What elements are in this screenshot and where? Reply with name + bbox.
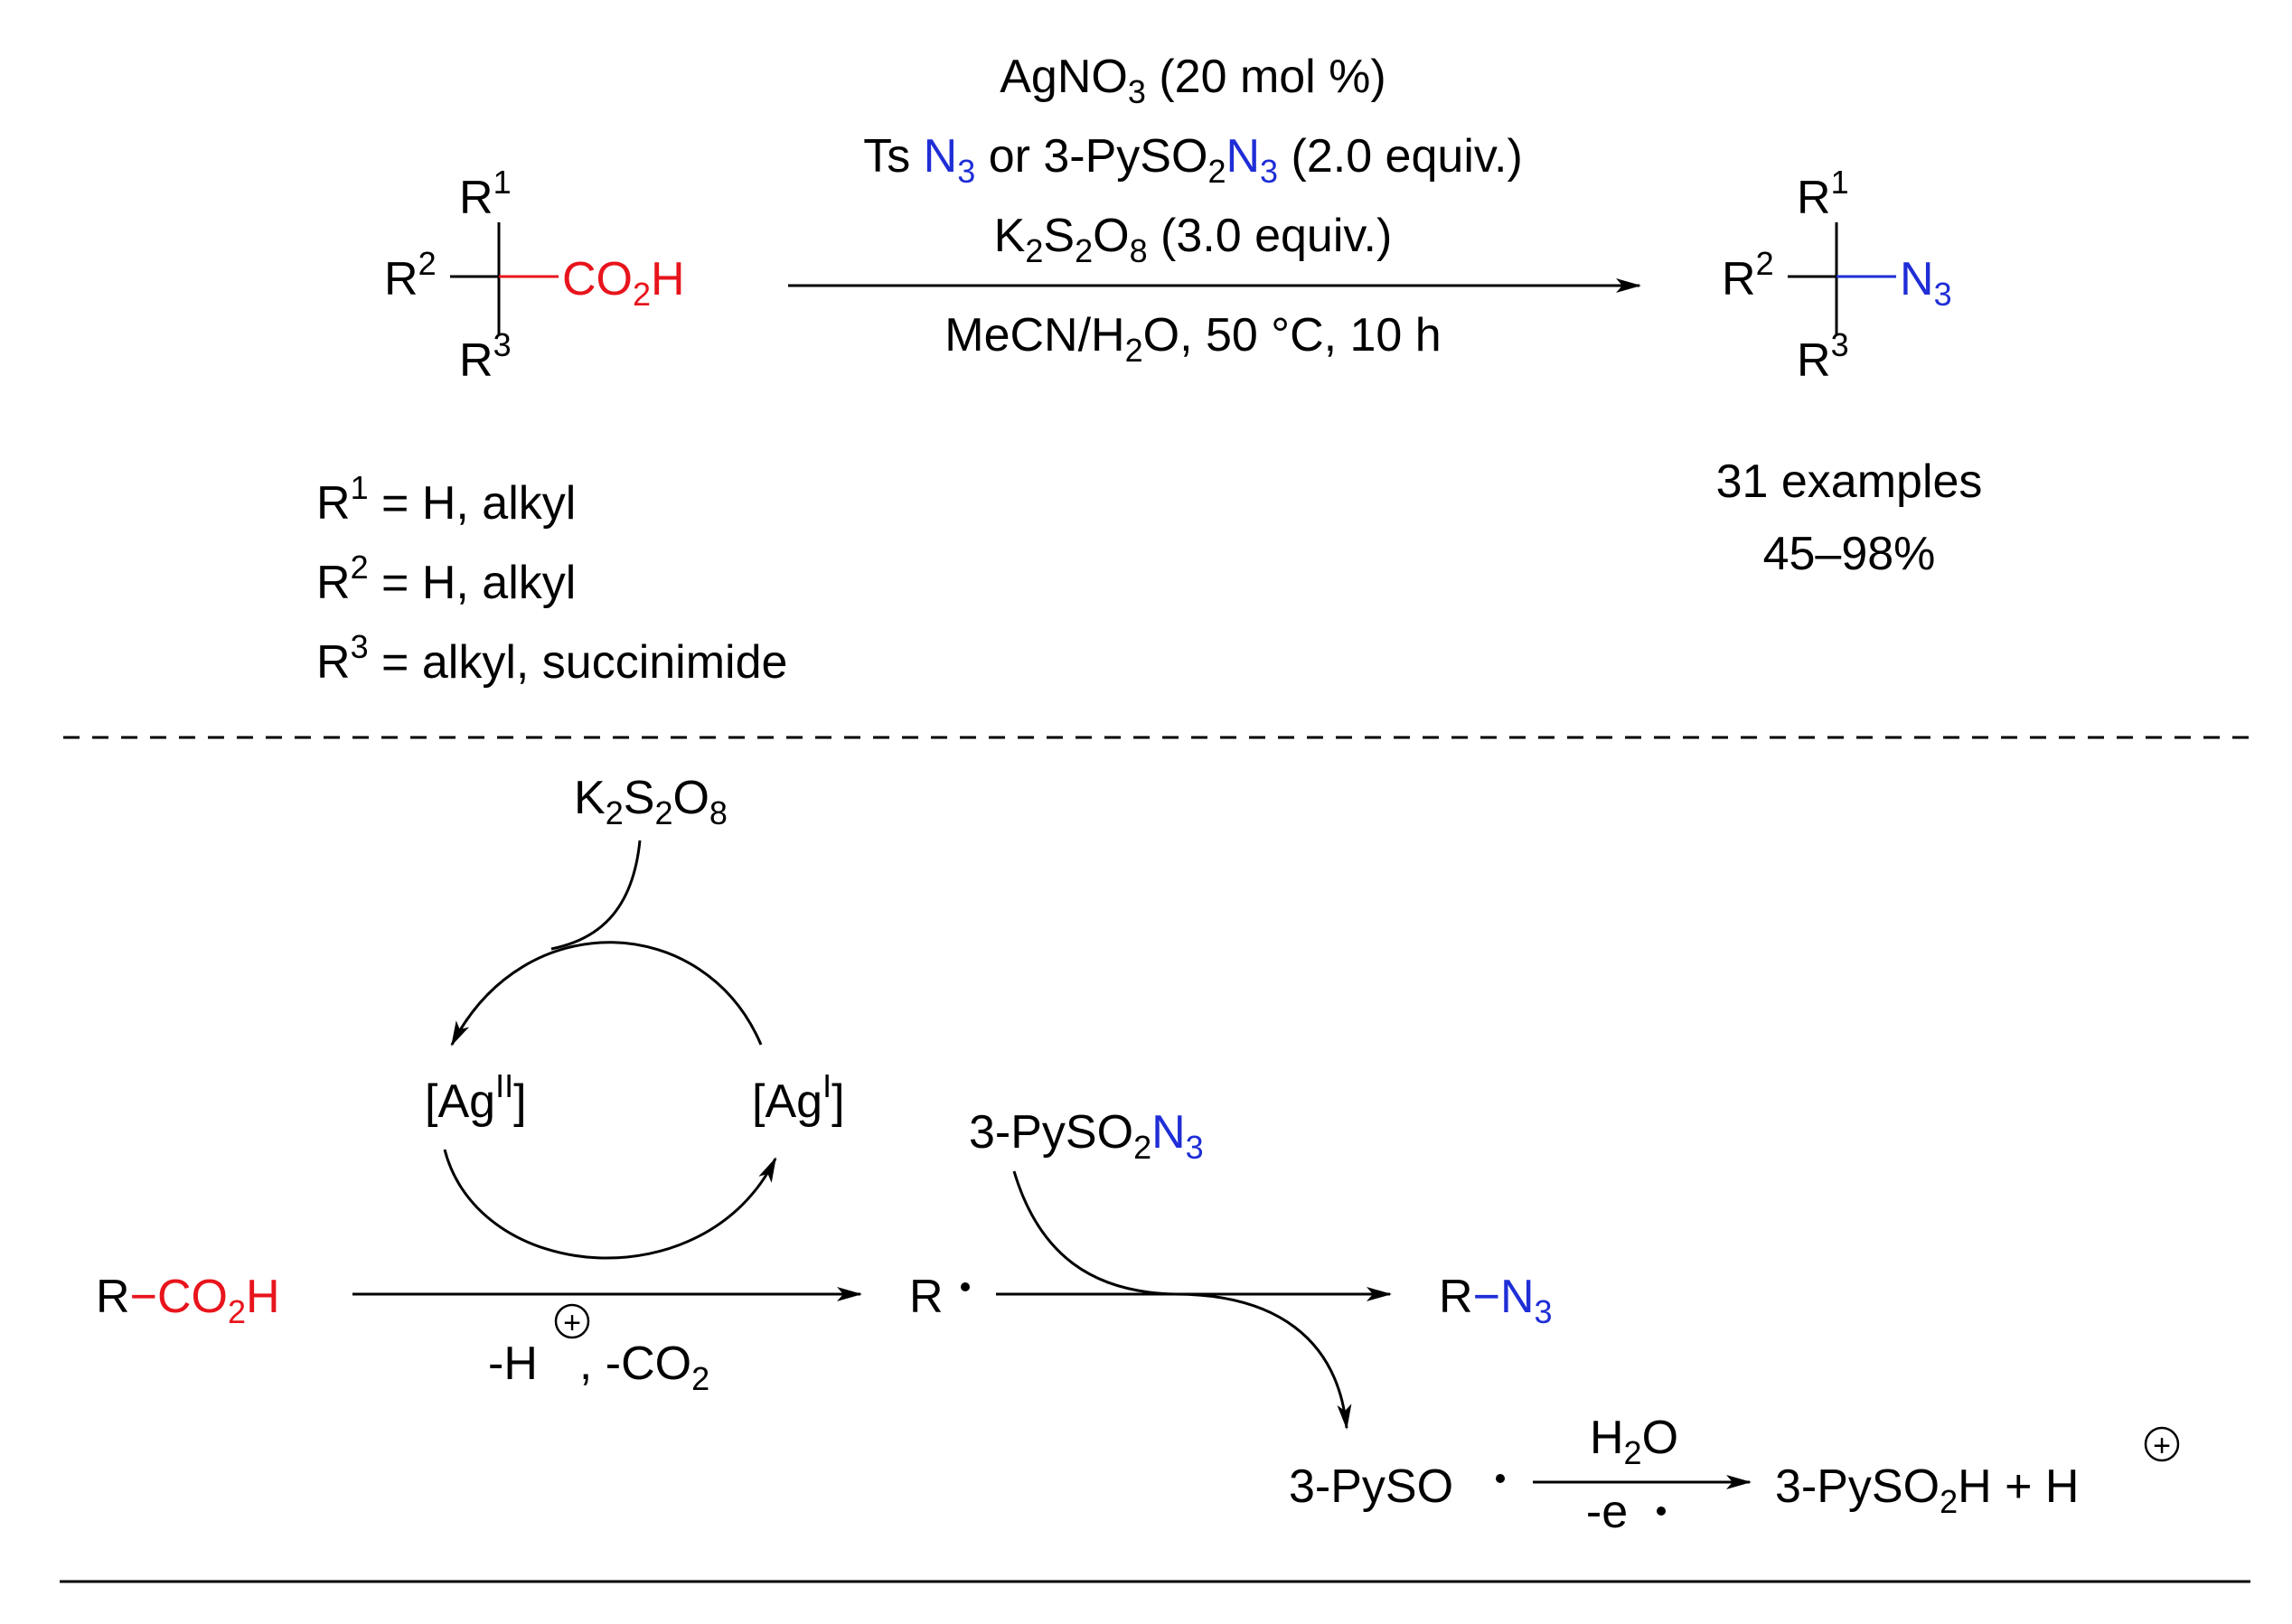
product-r2: R2	[1722, 245, 1774, 305]
substrate-r3: R3	[459, 326, 512, 387]
product-r3: R3	[1797, 326, 1849, 387]
mech-azide-reagent: 3-PySO2N3	[969, 1106, 1204, 1166]
product-structure: R1 R2 R3 N3	[1722, 164, 1952, 387]
substrate-structure: R1 R2 R3 CO2H	[384, 164, 685, 387]
product-n3: N3	[1900, 253, 1952, 313]
radical-dot-icon	[1496, 1474, 1505, 1483]
scope-r2: R2 = H, alkyl	[316, 549, 576, 609]
sulfonyl-radical: 3-PySO	[1289, 1460, 1453, 1513]
final-proton-sign: +	[2153, 1429, 2171, 1463]
condition-azide-source: Ts N3 or 3-PySO2N3 (2.0 equiv.)	[863, 130, 1523, 190]
radical-dot-icon	[961, 1282, 970, 1291]
sulfonyl-release-curve	[1174, 1292, 1352, 1430]
silver-ii: [AgII]	[425, 1067, 527, 1128]
scope-r3: R3 = alkyl, succinimide	[316, 628, 787, 689]
silver-i: [AgI]	[752, 1067, 845, 1128]
mech-alkyl-azide: R−N3	[1439, 1271, 1553, 1330]
loss-proton-co2: -H, -CO2	[488, 1338, 709, 1397]
substrate-r1: R1	[459, 164, 512, 224]
electron-loss-label: -e	[1586, 1486, 1628, 1538]
condition-agno3: AgNO3 (20 mol %)	[1000, 51, 1386, 110]
product-r1: R1	[1797, 164, 1849, 224]
alkyl-radical: R	[909, 1271, 944, 1323]
persulfate-entry-curve	[550, 840, 642, 951]
decarboxylation-label: -H, -CO2 +	[488, 1303, 709, 1397]
condition-solvent-temp: MeCN/H2O, 50 °C, 10 h	[944, 309, 1441, 369]
condition-persulfate: K2S2O8 (3.0 equiv.)	[994, 210, 1393, 269]
proton-charge-icon	[2144, 1426, 2180, 1462]
cycle-upper-arrow	[450, 941, 763, 1047]
mech-persulfate: K2S2O8	[574, 772, 728, 831]
water-label: H2O	[1590, 1412, 1678, 1471]
examples-count: 31 examples	[1716, 455, 1983, 508]
mech-carboxylic-acid: R−CO2H	[96, 1271, 280, 1330]
proton-charge-sign: +	[563, 1306, 581, 1340]
substrate-co2h: CO2H	[562, 253, 685, 313]
proton-charge-icon	[554, 1303, 590, 1339]
scope-r1: R1 = H, alkyl	[316, 469, 576, 530]
reagent-entry-curve	[1012, 1170, 1176, 1296]
electron-dot-icon	[1657, 1507, 1666, 1516]
substrate-r2: R2	[384, 245, 437, 305]
sulfinic-acid-product: 3-PySO2H + H	[1775, 1460, 2079, 1520]
yield-range: 45–98%	[1763, 528, 1936, 580]
cycle-lower-arrow	[443, 1149, 777, 1260]
